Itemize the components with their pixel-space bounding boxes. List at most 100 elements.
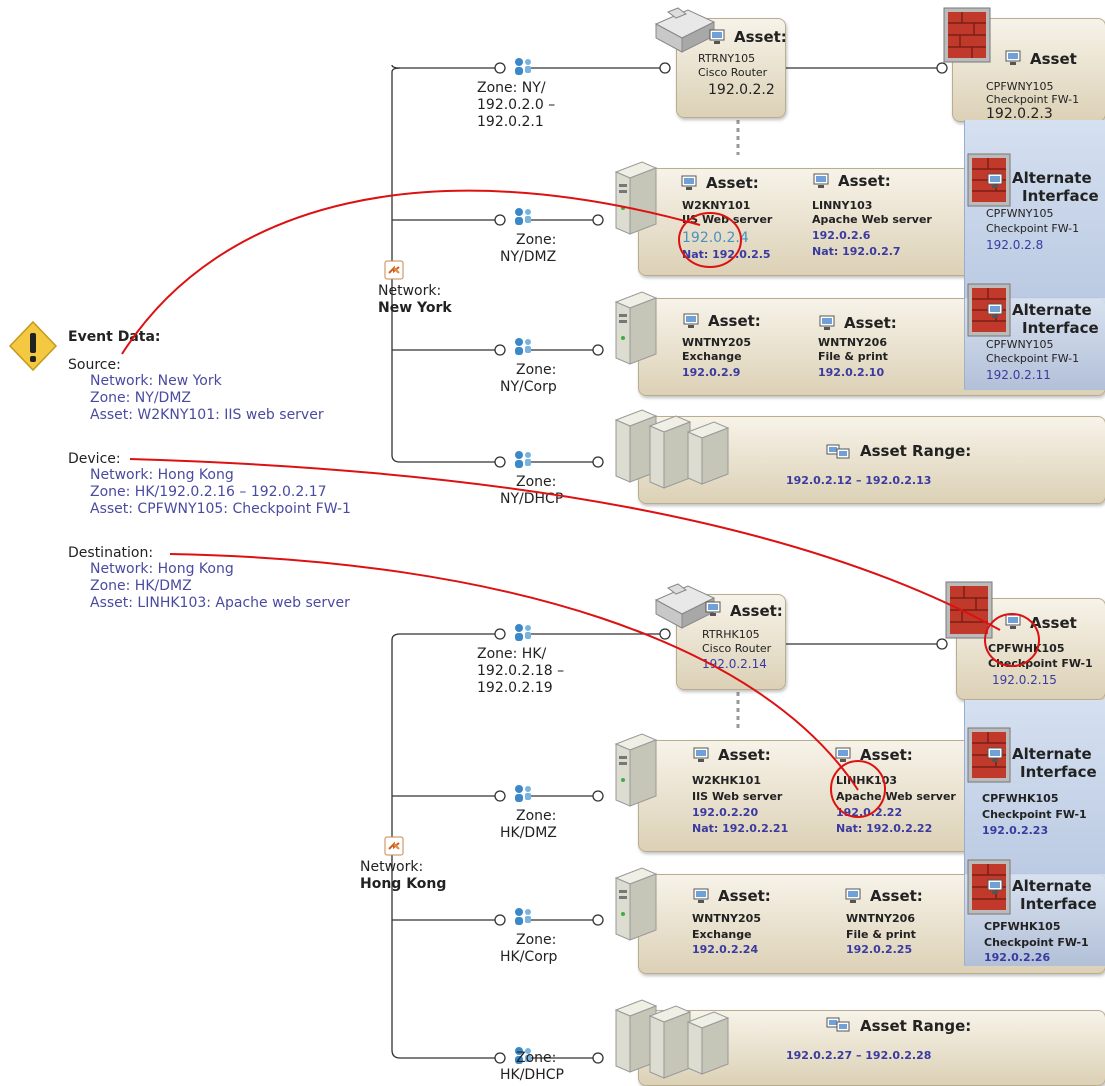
server-icon xyxy=(614,867,658,941)
zone-ny-dhcp: Zone: NY/DHCP xyxy=(500,474,564,507)
asset-ip: 192.0.2.4 xyxy=(682,230,749,246)
asset-title: Asset xyxy=(1030,50,1077,68)
destination-asset: Asset: LINHK103: Apache web server xyxy=(90,595,350,611)
alternate-title: Alternate xyxy=(1012,877,1092,895)
network-name: New York xyxy=(378,300,452,316)
zone-ny-corp: Zone: NY/Corp xyxy=(500,362,557,395)
asset-title: Asset: xyxy=(860,746,913,764)
ny-corp-alternate-column xyxy=(964,298,1105,390)
asset-name: CPFWHK105 xyxy=(988,642,1065,655)
alternate-title: Alternate xyxy=(1012,169,1092,187)
zone-icon xyxy=(512,783,534,809)
monitor-icon xyxy=(986,746,1004,768)
monitor-icon xyxy=(692,887,710,909)
asset-desc: File & print xyxy=(818,350,888,363)
zone-hk-dhcp: Zone: HK/DHCP xyxy=(500,1050,564,1083)
monitor-icon xyxy=(1004,49,1022,71)
network-icon xyxy=(384,260,404,280)
zone-icon xyxy=(512,449,534,475)
asset-name: CPFWNY105 xyxy=(986,338,1054,351)
device-asset: Asset: CPFWNY105: Checkpoint FW-1 xyxy=(90,501,351,517)
asset-title: Asset: xyxy=(734,28,787,46)
asset-desc: Checkpoint FW-1 xyxy=(986,93,1080,106)
asset-title: Asset: xyxy=(838,172,891,190)
alternate-title: Alternate xyxy=(1012,301,1092,319)
asset-name: RTRHK105 xyxy=(702,628,760,641)
asset-ip: 192.0.2.20 xyxy=(692,806,759,819)
network-hong-kong: Network: Hong Kong xyxy=(360,859,446,893)
network-label: Network: xyxy=(360,859,424,875)
asset-title: Asset: xyxy=(706,174,759,192)
zone-ny-dmz: Zone: NY/DMZ xyxy=(500,232,557,265)
asset-title: Asset xyxy=(1030,614,1077,632)
server-cluster-icon xyxy=(614,999,730,1079)
asset-nat: Nat: 192.0.2.21 xyxy=(692,822,789,835)
asset-range-icon xyxy=(826,442,852,466)
destination-network: Network: Hong Kong xyxy=(90,561,234,577)
asset-desc: Checkpoint FW-1 xyxy=(986,352,1080,365)
event-device: Device: Network: Hong Kong Zone: HK/192.… xyxy=(68,451,351,518)
zone-hk-dmz: Zone: HK/DMZ xyxy=(500,808,557,841)
asset-desc: IIS Web server xyxy=(682,213,773,226)
firewall-icon xyxy=(945,581,993,639)
zone-icon xyxy=(512,622,534,648)
asset-desc: IIS Web server xyxy=(692,790,783,803)
event-data-title: Event Data: xyxy=(68,329,161,345)
firewall-icon xyxy=(943,7,991,63)
interface-title: Interface xyxy=(1022,187,1099,205)
asset-desc: Exchange xyxy=(692,928,752,941)
interface-title: Interface xyxy=(1022,319,1099,337)
monitor-icon xyxy=(834,746,852,768)
asset-title: Asset: xyxy=(708,312,761,330)
asset-title: Asset: xyxy=(718,887,771,905)
asset-desc: File & print xyxy=(846,928,916,941)
network-name: Hong Kong xyxy=(360,876,447,892)
zone-ny-router: Zone: NY/ 192.0.2.0 – 192.0.2.1 xyxy=(477,80,556,130)
asset-name: CPFWHK105 xyxy=(984,920,1061,933)
asset-nat: Nat: 192.0.2.7 xyxy=(812,245,901,258)
zone-icon xyxy=(512,1045,534,1071)
zone-icon xyxy=(512,906,534,932)
monitor-icon xyxy=(986,302,1004,324)
asset-ip: 192.0.2.26 xyxy=(984,951,1051,964)
server-icon xyxy=(614,733,658,807)
monitor-icon xyxy=(818,314,836,336)
asset-range-value: 192.0.2.27 – 192.0.2.28 xyxy=(786,1049,932,1062)
zone-hk-corp: Zone: HK/Corp xyxy=(500,932,558,965)
network-label: Network: xyxy=(378,283,442,299)
alternate-title: Alternate xyxy=(1012,745,1092,763)
server-icon xyxy=(614,291,658,365)
asset-desc: Cisco Router xyxy=(702,642,772,655)
router-icon xyxy=(654,7,716,53)
destination-zone: Zone: HK/DMZ xyxy=(90,578,192,594)
asset-ip: 192.0.2.10 xyxy=(818,366,885,379)
asset-name: W2KHK101 xyxy=(692,774,762,787)
asset-title: Asset: xyxy=(730,602,783,620)
asset-name: CPFWNY105 xyxy=(986,80,1054,93)
monitor-icon xyxy=(986,878,1004,900)
asset-name: WNTNY205 xyxy=(692,912,761,925)
server-icon xyxy=(614,161,658,235)
asset-name: CPFWHK105 xyxy=(982,792,1059,805)
monitor-icon xyxy=(692,746,710,768)
source-label: Source: xyxy=(68,357,121,373)
network-new-york: Network: New York xyxy=(378,283,452,317)
asset-ip: 192.0.2.24 xyxy=(692,943,759,956)
monitor-icon xyxy=(844,887,862,909)
zone-icon xyxy=(512,336,534,362)
asset-range-title: Asset Range: xyxy=(860,442,972,460)
asset-title: Asset: xyxy=(718,746,771,764)
asset-name: LINNY103 xyxy=(812,199,873,212)
event-source: Source: Network: New York Zone: NY/DMZ A… xyxy=(68,357,324,424)
asset-name: RTRNY105 xyxy=(698,52,756,65)
asset-ip: 192.0.2.9 xyxy=(682,366,741,379)
monitor-icon xyxy=(704,600,722,622)
asset-ip: 192.0.2.8 xyxy=(986,238,1044,252)
asset-desc: Checkpoint FW-1 xyxy=(982,808,1087,821)
asset-title: Asset: xyxy=(844,314,897,332)
network-icon xyxy=(384,836,404,856)
asset-name: WNTNY205 xyxy=(682,336,751,349)
interface-title: Interface xyxy=(1020,763,1097,781)
asset-desc: Apache Web server xyxy=(812,213,932,226)
